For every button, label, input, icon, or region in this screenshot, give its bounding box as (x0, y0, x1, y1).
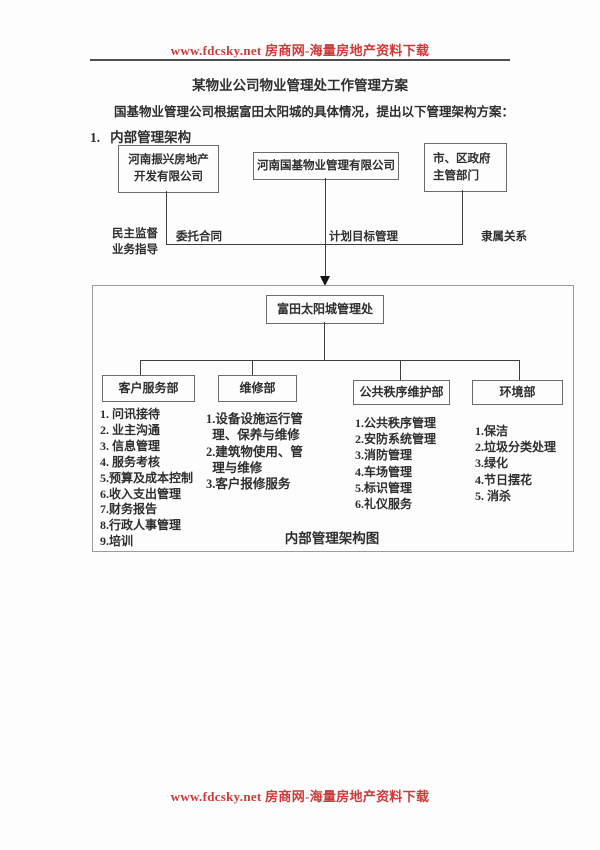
company-arrow-line (325, 178, 326, 276)
drop-line-maintenance (252, 360, 253, 375)
header-rule (90, 59, 510, 61)
list-item: 6.礼仪服务 (355, 497, 413, 512)
list-item: 5.标识管理 (355, 480, 413, 495)
developer-company-box: 河南振兴房地产 开发有限公司 (118, 145, 219, 193)
intro-paragraph: 国基物业管理公司根据富田太阳城的具体情况，提出以下管理架构方案： (114, 105, 515, 119)
list-item: 理、保养与维修 (206, 428, 300, 443)
dept-box-public-order: 公共秩序维护部 (353, 380, 450, 405)
dept-box-maintenance: 维修部 (218, 375, 297, 402)
drop-line-customer-service (140, 360, 141, 375)
list-item: 2.安防系统管理 (355, 432, 437, 447)
list-item: 6.收入支出管理 (100, 486, 182, 501)
list-item: 7.财务报告 (100, 502, 158, 517)
list-item: 4.车场管理 (355, 464, 413, 479)
header-site-link[interactable]: www.fdcsky.net 房商网-海量房地产资料下载 (170, 43, 430, 58)
drop-line-environment (519, 360, 520, 380)
list-item: 4.节日摆花 (475, 472, 533, 487)
list-item: 1.保洁 (475, 424, 509, 438)
down-arrowhead-icon (320, 276, 330, 286)
list-item: 2. 业主沟通 (100, 422, 161, 437)
label-entrust-contract: 委托合同 (176, 231, 222, 243)
drop-line-public-order (400, 360, 401, 380)
list-item: 3. 信息管理 (100, 438, 161, 453)
label-subordinate-relation: 隶属关系 (481, 231, 527, 243)
list-item: 5. 消杀 (475, 488, 512, 503)
section-heading: 1. 内部管理架构 (90, 126, 191, 146)
property-company-box: 河南国基物业管理有限公司 (253, 152, 399, 180)
relation-horizontal-line (166, 244, 463, 245)
chart-caption: 内部管理架构图 (284, 531, 380, 546)
list-item: 2.垃圾分类处理 (475, 440, 557, 455)
list-item: 8.行政人事管理 (100, 518, 182, 533)
doc-title: 某物业公司物业管理处工作管理方案 (192, 78, 408, 93)
label-democratic-supervision: 民主监督 业务指导 (112, 228, 158, 256)
list-item: 9.培训 (100, 534, 134, 549)
list-item: 3.客户报修服务 (206, 477, 291, 492)
label-plan-target: 计划目标管理 (329, 231, 398, 243)
dept-box-customer-service: 客户服务部 (102, 375, 195, 402)
distribution-line (140, 360, 520, 361)
list-item: 5.预算及成本控制 (100, 470, 194, 485)
list-item: 3.绿化 (475, 456, 509, 471)
list-item: 1. 问讯接待 (100, 407, 161, 421)
management-office-box: 富田太阳城管理处 (266, 295, 384, 324)
dept-box-environment: 环境部 (472, 380, 563, 405)
government-connector-line (462, 190, 463, 244)
section-number: 1. (90, 130, 101, 145)
list-item: 2.建筑物使用、管 (206, 444, 303, 459)
government-dept-box: 市、区政府 主管部门 (424, 143, 507, 192)
list-item: 理与维修 (206, 460, 263, 475)
org-chart-frame (92, 285, 574, 552)
list-item: 4. 服务考核 (100, 454, 161, 469)
footer-site-link[interactable]: www.fdcsky.net 房商网-海量房地产资料下载 (170, 789, 430, 804)
section-title: 内部管理架构 (110, 130, 192, 145)
root-connector-line (324, 322, 325, 360)
list-item: 1.设备设施运行管 (206, 412, 303, 426)
developer-connector-line (166, 191, 167, 244)
list-item: 1.公共秩序管理 (355, 416, 437, 430)
list-item: 3.消防管理 (355, 448, 413, 463)
